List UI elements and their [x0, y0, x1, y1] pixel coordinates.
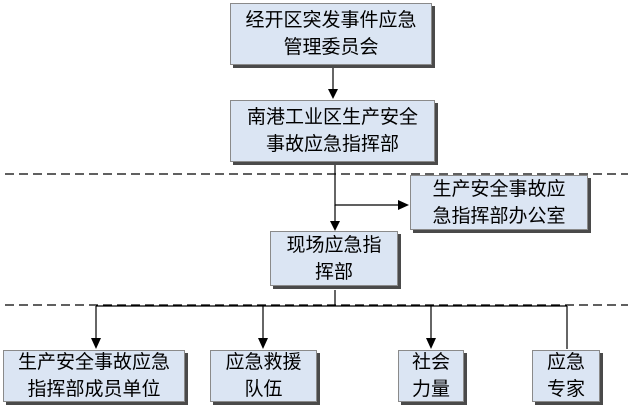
- node-member-units-label: 生产安全事故应急 指挥部成员单位: [17, 351, 170, 400]
- node-site-command-label: 现场应急指 挥部: [286, 233, 382, 283]
- node-office: 生产安全事故应 急指挥部办公室: [410, 175, 588, 230]
- edge-site-members: [91, 306, 101, 349]
- edge-committee-hq: [328, 68, 338, 99]
- edge-site-social: [426, 306, 436, 349]
- node-member-units: 生产安全事故应急 指挥部成员单位: [3, 350, 185, 402]
- node-committee-label: 经开区突发事件应急 管理委员会: [245, 9, 417, 58]
- node-hq: 南港工业区生产安全 事故应急指挥部: [230, 100, 435, 162]
- edge-hq-site: [330, 205, 340, 231]
- edge-site-rescue: [258, 306, 268, 349]
- node-experts-label: 应急 专家: [546, 351, 585, 400]
- node-committee: 经开区突发事件应急 管理委员会: [230, 3, 432, 65]
- node-hq-label: 南港工业区生产安全 事故应急指挥部: [246, 106, 418, 155]
- edge-hq-office: [334, 165, 409, 210]
- node-rescue-teams-label: 应急救援 队伍: [225, 351, 302, 400]
- node-rescue-teams: 应急救援 队伍: [210, 350, 317, 402]
- node-social-forces: 社会 力量: [398, 350, 464, 402]
- edge-site-bus: [96, 290, 567, 307]
- node-social-forces-label: 社会 力量: [411, 351, 450, 400]
- node-site-command: 现场应急指 挥部: [270, 231, 398, 286]
- node-office-label: 生产安全事故应 急指挥部办公室: [432, 177, 566, 227]
- node-experts: 应急 专家: [532, 350, 600, 402]
